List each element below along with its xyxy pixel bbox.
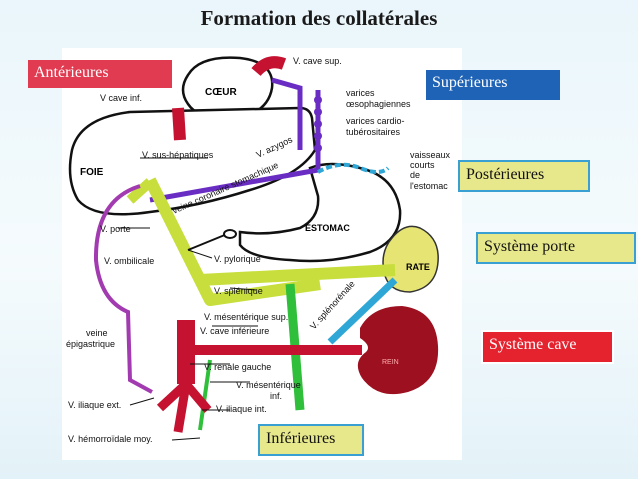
label-hemorrhoidal: V. hémorroïdale moy.: [68, 434, 153, 444]
iliac-veins: [156, 380, 212, 433]
label-renal-vein: V. rénale gauche: [204, 362, 271, 372]
label-epigastric-2: épigastrique: [66, 339, 115, 349]
liver-label: FOIE: [80, 167, 104, 178]
label-esophageal-varices-1: varices: [346, 88, 375, 98]
umbilical-epigastric-vein: [93, 184, 153, 394]
label-int-iliac: V. iliaque int.: [216, 404, 267, 414]
label-inf-mesenteric-2: inf.: [270, 391, 282, 401]
heart-outline: [181, 56, 274, 120]
label-short-gastric-2: courts: [410, 160, 435, 170]
pyloric-vein-end: [223, 229, 237, 239]
heart-label: CŒUR: [205, 87, 237, 98]
label-splenic-vein: V. splénique: [214, 286, 263, 296]
kidney-shape: [357, 306, 439, 395]
slide-title: Formation des collatérales: [200, 6, 438, 30]
label-portal-vein: V. porte: [100, 224, 131, 234]
label-superieures: Supérieures: [426, 70, 560, 100]
label-ivc: V. cave inférieure: [200, 326, 269, 336]
spleen-label: RATE: [406, 262, 430, 272]
label-ivc-top: V cave inf.: [100, 93, 142, 103]
svc-vessel: [251, 56, 287, 77]
label-systeme-cave: Système cave: [481, 330, 614, 364]
label-cardio-varices-1: varices cardio-: [346, 116, 405, 126]
label-umbilical-vein: V. ombilicale: [104, 256, 154, 266]
label-ext-iliac: V. iliaque ext.: [68, 400, 121, 410]
label-epigastric-1: veine: [86, 328, 108, 338]
label-inferieures: Inférieures: [258, 424, 364, 456]
stomach-label: ESTOMAC: [305, 223, 350, 233]
inferior-mesenteric-vein: [198, 359, 212, 431]
label-inf-mesenteric-1: V. mésentérique: [236, 380, 301, 390]
label-short-gastric-3: de: [410, 170, 420, 180]
label-anterieures: Antérieures: [28, 60, 172, 88]
esophageal-varices: [314, 96, 322, 152]
label-esophageal-varices-2: œsophagiennes: [346, 99, 411, 109]
portal-branch: [126, 178, 154, 204]
label-hepatic-veins: V. sus-hépatiques: [142, 150, 214, 160]
cardio-tuberosity-varices: [317, 162, 390, 174]
label-sup-mesenteric: V. mésentérique sup.: [204, 312, 288, 322]
label-posterieures: Postérieures: [458, 160, 590, 192]
label-short-gastric-1: vaisseaux: [410, 150, 451, 160]
azygos-vein: [271, 77, 303, 150]
splenic-vein: [199, 264, 396, 286]
leader-lines: [118, 157, 258, 441]
label-svc: V. cave sup.: [293, 56, 342, 66]
label-pyloric-vein: V. pylorique: [214, 254, 261, 264]
label-systeme-porte: Système porte: [476, 232, 636, 264]
ivc-upper: [172, 107, 186, 141]
portal-vein: [144, 177, 321, 306]
label-short-gastric-4: l'estomac: [410, 181, 448, 191]
label-cardio-varices-2: tubérositaires: [346, 127, 401, 137]
kidney-label: REIN: [382, 359, 399, 366]
splenorenal-vein: [327, 277, 398, 345]
